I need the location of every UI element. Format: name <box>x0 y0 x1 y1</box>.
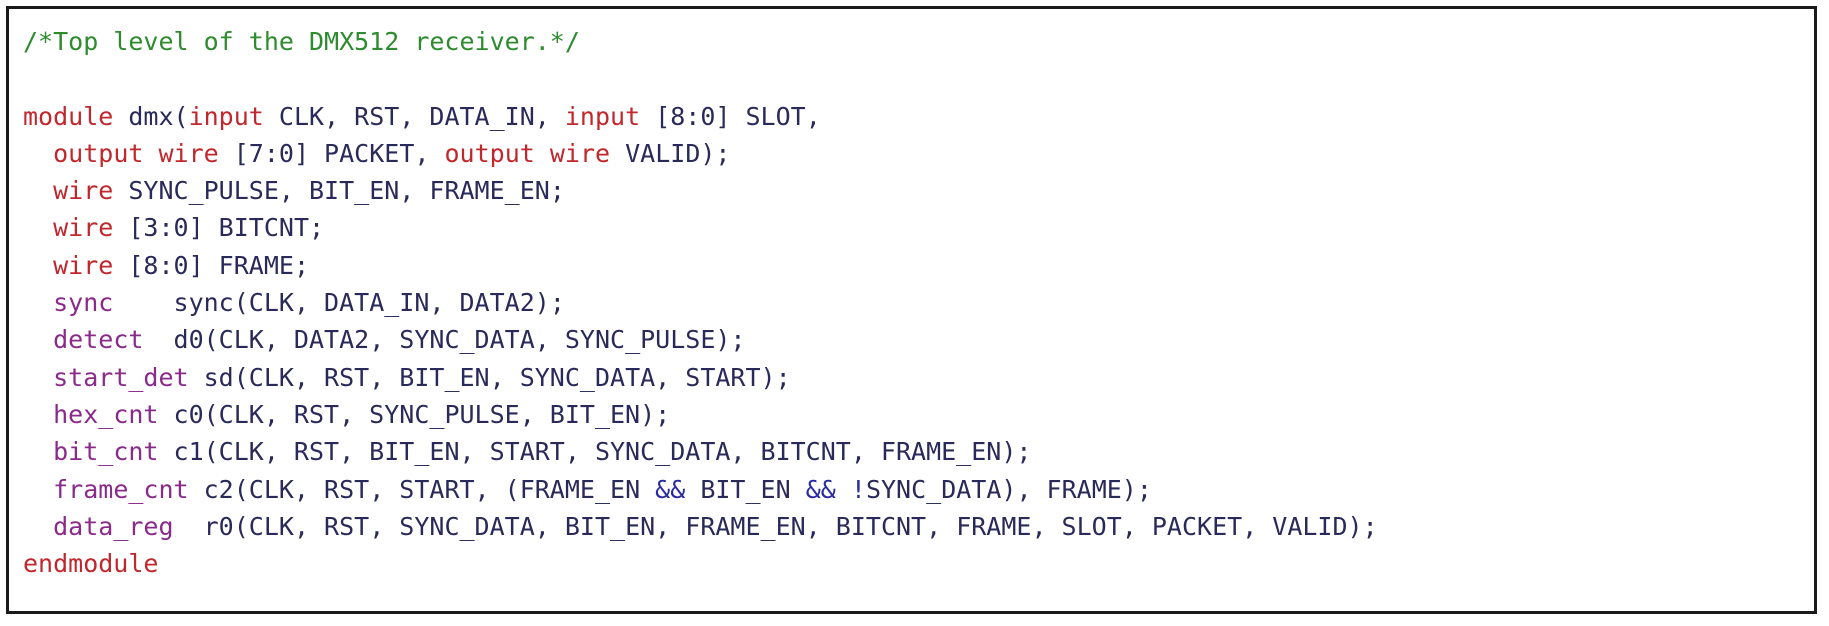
code-token-keyword: wire <box>53 250 114 280</box>
code-token-keyword: input <box>188 101 264 131</box>
code-token-plain <box>23 437 53 466</box>
code-token-plain: SYNC_DATA), FRAME); <box>865 474 1152 504</box>
code-token-type: hex_cnt <box>53 399 159 429</box>
code-token-plain <box>23 400 53 429</box>
code-token-keyword: module <box>23 101 114 131</box>
code-line: start_det sd(CLK, RST, BIT_EN, SYNC_DATA… <box>23 359 1378 396</box>
code-token-plain: [8:0] SLOT, <box>640 101 821 131</box>
code-token-type: data_reg <box>53 511 174 541</box>
code-token-plain: BIT_EN <box>685 474 806 504</box>
code-line: endmodule <box>23 545 1378 582</box>
code-token-plain: d0(CLK, DATA2, SYNC_DATA, SYNC_PULSE); <box>143 325 746 355</box>
code-line: bit_cnt c1(CLK, RST, BIT_EN, START, SYNC… <box>23 433 1378 470</box>
code-token-plain: c2(CLK, RST, START, (FRAME_EN <box>188 474 656 504</box>
code-token-keyword: wire <box>158 138 219 168</box>
code-token-plain <box>23 176 53 205</box>
code-line: hex_cnt c0(CLK, RST, SYNC_PULSE, BIT_EN)… <box>23 396 1378 433</box>
code-token-plain: [7:0] PACKET, <box>218 138 445 168</box>
code-token-plain: VALID); <box>610 138 731 168</box>
code-line: output wire [7:0] PACKET, output wire VA… <box>23 135 1378 172</box>
code-token-keyword: output <box>53 138 144 168</box>
code-line: frame_cnt c2(CLK, RST, START, (FRAME_EN … <box>23 471 1378 508</box>
code-token-plain: dmx( <box>113 101 189 131</box>
code-token-plain <box>23 475 53 504</box>
code-token-keyword: input <box>564 101 641 131</box>
code-token-type: frame_cnt <box>53 474 189 504</box>
code-token-op: ! <box>850 474 866 504</box>
code-token-plain <box>535 139 550 168</box>
code-token-plain: CLK, RST, DATA_IN, <box>263 101 565 131</box>
code-token-type: start_det <box>53 362 189 392</box>
code-token-comment: /*Top level of the DMX512 receiver.*/ <box>23 27 580 56</box>
code-token-type: sync <box>53 288 114 318</box>
code-line: module dmx(input CLK, RST, DATA_IN, inpu… <box>23 98 1378 135</box>
code-token-keyword: output <box>444 138 535 168</box>
code-line: data_reg r0(CLK, RST, SYNC_DATA, BIT_EN,… <box>23 508 1378 545</box>
code-token-plain <box>836 475 851 504</box>
code-token-plain <box>143 139 158 168</box>
code-token-keyword: wire <box>549 138 611 168</box>
code-line: wire SYNC_PULSE, BIT_EN, FRAME_EN; <box>23 172 1378 209</box>
code-line <box>23 60 1378 97</box>
code-token-keyword: wire <box>53 213 114 243</box>
code-token-type: detect <box>53 325 144 355</box>
code-token-type: bit_cnt <box>53 437 159 467</box>
code-token-plain <box>23 288 53 317</box>
code-token-plain <box>23 325 53 354</box>
code-token-op: && <box>655 474 686 504</box>
code-line: /*Top level of the DMX512 receiver.*/ <box>23 23 1378 60</box>
code-line: sync sync(CLK, DATA_IN, DATA2); <box>23 284 1378 321</box>
code-token-plain <box>23 251 53 280</box>
code-token-plain: [3:0] BITCNT; <box>113 213 325 243</box>
code-token-op: && <box>805 474 836 504</box>
code-listing-frame: /*Top level of the DMX512 receiver.*/ mod… <box>6 6 1817 614</box>
code-token-plain: c0(CLK, RST, SYNC_PULSE, BIT_EN); <box>158 399 671 429</box>
code-token-plain: r0(CLK, RST, SYNC_DATA, BIT_EN, FRAME_EN… <box>173 511 1378 541</box>
code-line: wire [3:0] BITCNT; <box>23 209 1378 246</box>
code-token-plain: SYNC_PULSE, BIT_EN, FRAME_EN; <box>113 176 565 206</box>
code-token-plain: sd(CLK, RST, BIT_EN, SYNC_DATA, START); <box>188 362 791 392</box>
code-token-keyword: endmodule <box>23 549 159 579</box>
code-line: wire [8:0] FRAME; <box>23 247 1378 284</box>
code-token-plain <box>23 213 53 242</box>
code-line: detect d0(CLK, DATA2, SYNC_DATA, SYNC_PU… <box>23 321 1378 358</box>
code-token-plain <box>23 139 53 168</box>
code-token-plain: c1(CLK, RST, BIT_EN, START, SYNC_DATA, B… <box>158 437 1032 467</box>
code-token-plain: sync(CLK, DATA_IN, DATA2); <box>113 288 565 318</box>
verilog-code-block: /*Top level of the DMX512 receiver.*/ mod… <box>23 23 1378 582</box>
code-token-keyword: wire <box>53 176 114 206</box>
code-token-plain <box>23 512 53 541</box>
code-token-plain <box>23 363 53 392</box>
code-token-plain: [8:0] FRAME; <box>113 250 309 280</box>
